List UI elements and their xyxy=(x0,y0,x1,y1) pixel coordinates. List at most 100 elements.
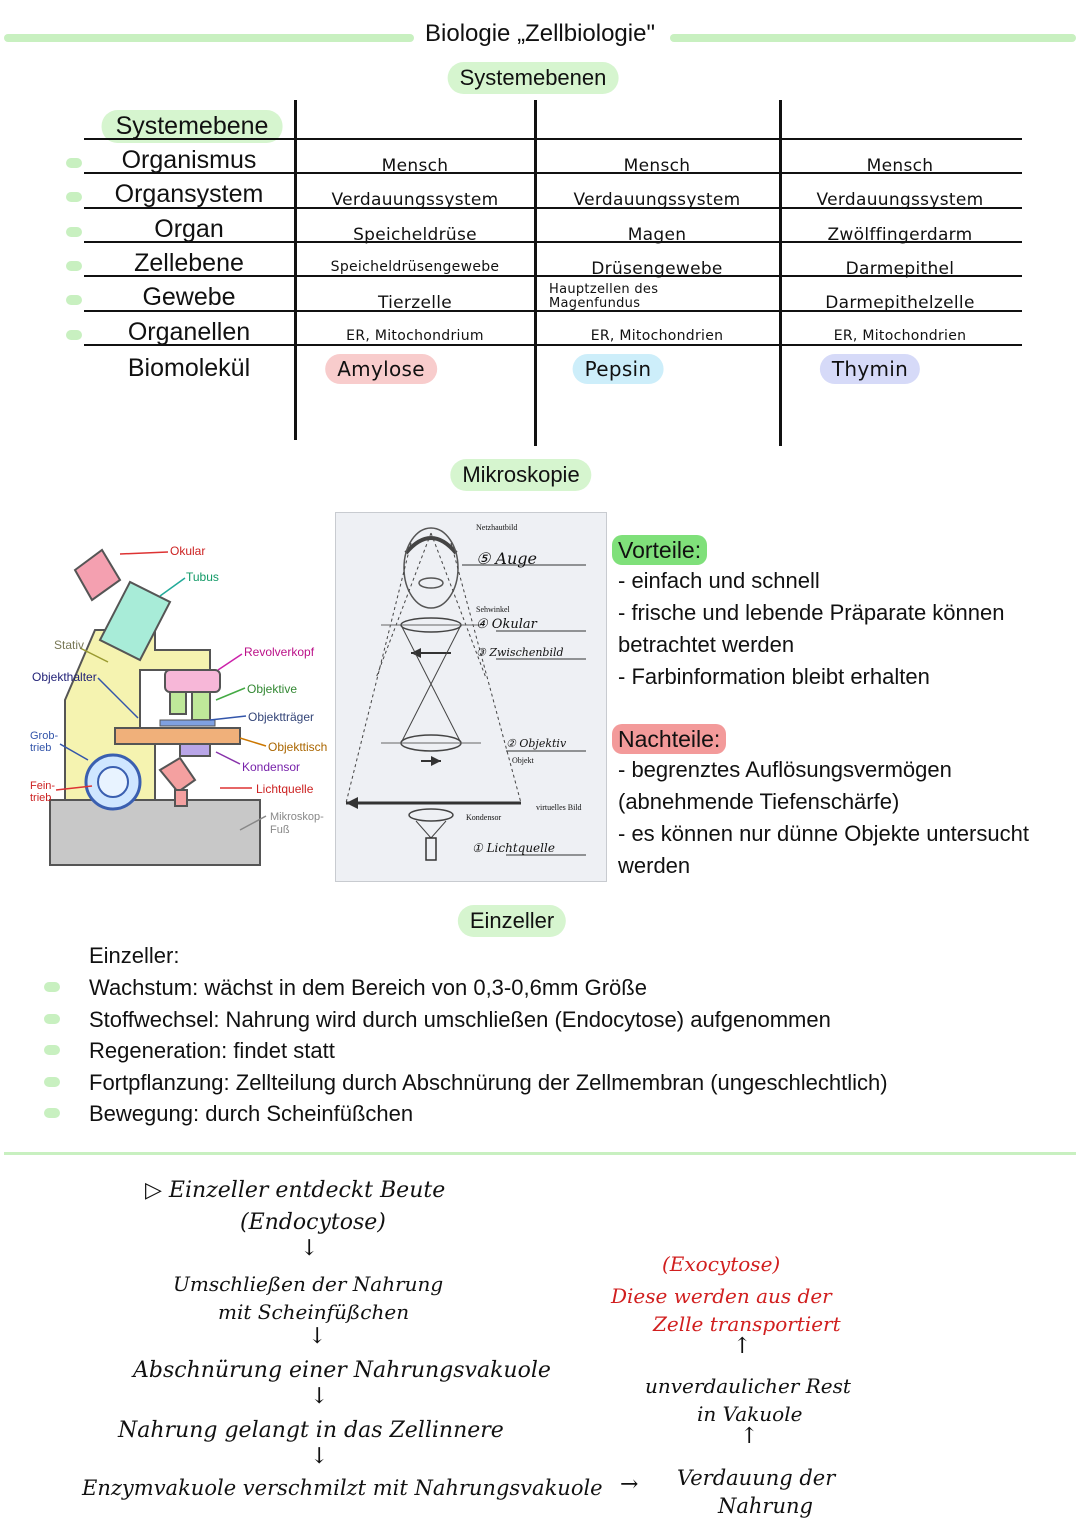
table-row-line xyxy=(84,206,1022,209)
biomolecule-label: Biomolekül xyxy=(127,354,251,382)
title-bar-right xyxy=(670,34,1076,42)
bullet-dot xyxy=(66,158,82,168)
nachteile-title: Nachteile: xyxy=(612,724,727,754)
table-divider xyxy=(779,100,782,446)
label-lichtquelle: Lichtquelle xyxy=(256,782,314,796)
list-item: - es können nur dünne Objekte untersucht xyxy=(618,821,1029,846)
ray-label-netzhautbild: Netzhautbild xyxy=(476,523,518,532)
ray-label-objektiv: ② Objektiv xyxy=(506,737,567,750)
list-item: (abnehmende Tiefenschärfe) xyxy=(618,789,900,814)
flow-start-sub: (Endocytose) xyxy=(240,1210,386,1235)
table-row-label: Organellen xyxy=(127,317,251,346)
flow-step3: Nahrung gelangt in das Zellinnere xyxy=(118,1418,504,1443)
vorteile-title: Vorteile: xyxy=(612,535,708,565)
list-item-text: Fortpflanzung: Zellteilung durch Abschnü… xyxy=(89,1069,888,1095)
list-item-text: Stoffwechsel: Nahrung wird durch umschli… xyxy=(89,1006,831,1032)
flow-step1b: mit Scheinfüßchen xyxy=(218,1300,410,1324)
table-cell: Verdauungssystem xyxy=(573,190,741,211)
table-cell: ER, Mitochondrium xyxy=(346,327,484,344)
ray-label-okular: ④ Okular xyxy=(476,617,537,632)
list-item: betrachtet werden xyxy=(618,632,795,657)
bullet-dot xyxy=(66,260,82,271)
microscope-illustration: Okular Tubus Stativ Objekthalter Revolve… xyxy=(20,530,340,875)
page-title-text: Biologie „Zellbiologie" xyxy=(419,20,661,47)
biomolecule-pill: Amylose xyxy=(325,354,437,384)
list-item: Fortpflanzung: Zellteilung durch Abschnü… xyxy=(0,1067,1080,1099)
label-okular: Okular xyxy=(170,544,206,558)
flow-exo: (Exocytose) xyxy=(662,1252,781,1276)
bullet-dot xyxy=(66,226,82,237)
list-item: werden xyxy=(618,853,691,878)
ray-label-sehwinkel: Sehwinkel xyxy=(476,605,510,614)
flow-arrow-down: ↓ xyxy=(310,1384,329,1409)
list-item-text: Bewegung: durch Scheinfüßchen xyxy=(89,1101,414,1126)
list-item: - Farbinformation bleibt erhalten xyxy=(618,664,930,689)
flow-arrow-down: ↓ xyxy=(300,1236,319,1261)
flow-digest-b: Nahrung xyxy=(718,1494,813,1518)
table-row-label: Zellebene xyxy=(134,248,244,277)
ray-label-auge: ⑤ Auge xyxy=(476,549,537,568)
list-item: Bewegung: durch Scheinfüßchen xyxy=(0,1098,1080,1130)
mikroskopie-heading: Mikroskopie xyxy=(450,459,592,491)
flow-rest-a: unverdaulicher Rest xyxy=(645,1374,851,1398)
ray-label-zwischenbild: ③ Zwischenbild xyxy=(476,646,564,659)
vorteile-list: - einfach und schnell- frische und leben… xyxy=(618,565,1072,693)
table-divider xyxy=(534,100,537,446)
table-cell: Darmepithel xyxy=(845,258,955,279)
einzeller-list: Wachstum: wächst in dem Bereich von 0,3-… xyxy=(0,972,1080,1130)
label-objekttraeger: Objektträger xyxy=(248,710,315,724)
label-objektive: Objektive xyxy=(247,682,298,696)
ray-label-virtuelles-bild: virtuelles Bild xyxy=(536,803,582,812)
bullet-dot xyxy=(44,1013,60,1024)
list-item: Stoffwechsel: Nahrung wird durch umschli… xyxy=(0,1004,1080,1036)
systemebenen-heading: Systemebenen xyxy=(447,62,619,94)
list-item: Wachstum: wächst in dem Bereich von 0,3-… xyxy=(0,972,1080,1004)
flow-digest-a: Verdauung der xyxy=(677,1466,836,1490)
table-divider xyxy=(294,100,297,440)
flow-rest-b: in Vakuole xyxy=(697,1402,803,1426)
title-bar-left xyxy=(4,34,414,42)
nachteile-list: - begrenztes Auflösungsvermögen (abnehmen… xyxy=(618,754,1072,882)
microscope-icon xyxy=(49,548,267,866)
biomolecule-pill: Pepsin xyxy=(572,354,664,384)
table-row-label: Gewebe xyxy=(142,283,236,312)
label-objekttisch: Objekttisch xyxy=(268,740,328,754)
flow-exo-b: Zelle transportiert xyxy=(653,1312,841,1336)
flow-step4: Enzymvakuole verschmilzt mit Nahrungsvak… xyxy=(82,1476,603,1500)
bullet-dot xyxy=(44,982,60,992)
ray-diagram: Netzhautbild ⑤ Auge Sehwinkel ④ Okular ③… xyxy=(335,512,607,882)
table-cell: Zwölffingerdarm xyxy=(827,224,973,245)
table-cell: Speicheldrüsengewebe xyxy=(330,258,500,275)
bullet-dot xyxy=(44,1108,60,1118)
table-cell: ER, Mitochondrien xyxy=(833,327,967,344)
flow-start: ▷ Einzeller entdeckt Beute xyxy=(145,1178,446,1203)
table-row-label: Organismus xyxy=(121,146,257,174)
list-item-text: Regeneration: findet statt xyxy=(89,1038,335,1063)
table-cell: Tierzelle xyxy=(377,293,453,314)
table-cell: Mensch xyxy=(866,156,934,176)
bullet-dot xyxy=(44,1045,60,1055)
table-row-line xyxy=(84,240,1022,243)
table-cell: Speicheldrüse xyxy=(353,224,477,245)
table-cell: Hauptzellen des Magenfundus xyxy=(549,282,659,312)
flow-step1a: Umschließen der Nahrung xyxy=(173,1272,444,1296)
table-row-line xyxy=(84,343,1022,346)
einzeller-heading: Einzeller xyxy=(457,905,567,937)
table-cell: Mensch xyxy=(623,156,691,176)
table-cell: Drüsengewebe xyxy=(591,258,723,279)
table-cell: Mensch xyxy=(381,156,449,176)
table-cell: Verdauungssystem xyxy=(331,190,499,211)
list-item: - begrenztes Auflösungsvermögen xyxy=(618,757,952,782)
bullet-dot xyxy=(66,192,82,203)
bullet-dot xyxy=(66,295,82,306)
list-item: - frische und lebende Präparate können xyxy=(618,600,1005,625)
label-feintrieb: Fein- trieb xyxy=(30,780,56,804)
nachteile-box: Nachteile: - begrenztes Auflösungsvermög… xyxy=(612,724,1072,882)
vorteile-box: Vorteile: - einfach und schnell- frische… xyxy=(612,535,1072,693)
table-cell: ER, Mitochondrien xyxy=(590,327,724,344)
einzeller-intro: Einzeller: xyxy=(89,943,180,968)
list-item-text: Wachstum: wächst in dem Bereich von 0,3-… xyxy=(89,975,647,1000)
table-row-line xyxy=(84,172,1022,175)
flow-arrow-right: → xyxy=(620,1472,639,1497)
flow-exo-a: Diese werden aus der xyxy=(611,1284,832,1308)
